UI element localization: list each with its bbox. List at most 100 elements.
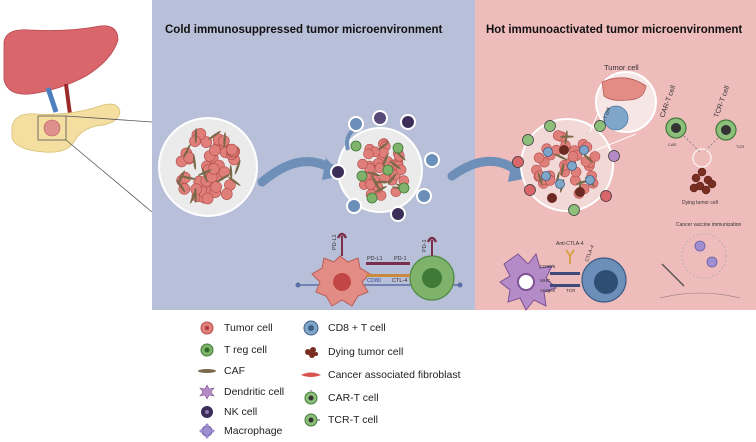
caf-shape <box>194 128 198 144</box>
cd8-cell-shape <box>585 175 595 185</box>
cd8-cell-shape <box>543 147 553 157</box>
treg-cell-shape <box>392 142 404 154</box>
treg-cell-shape <box>382 164 394 176</box>
label-pd1-top: PD-1 <box>422 239 428 252</box>
label-pdl1-top: PD-L1 <box>332 234 338 250</box>
caf-shape <box>389 160 401 170</box>
legend-item-cancer-associated-fibroblast: Cancer associated fibroblast <box>300 367 461 383</box>
caf-shape <box>537 172 543 186</box>
cold-infiltrated-tumor <box>337 126 423 213</box>
immune-cell-shape <box>330 164 346 180</box>
dying-tumor-cell-illustration <box>689 167 717 195</box>
hot-infiltrated-tumor <box>520 118 614 212</box>
pd1-receptor <box>426 236 438 243</box>
tumor-cell-icon <box>196 320 218 336</box>
legend-item-dying-tumor-cell: Dying tumor cell <box>300 344 403 360</box>
cd8-cell-shape <box>579 145 589 155</box>
treg-cell-shape <box>366 192 378 204</box>
tumor-cell-shape <box>357 158 368 170</box>
label-mhc: MHC <box>540 278 551 283</box>
treg-cell-shape <box>356 170 368 182</box>
cd8-cell-shape <box>567 161 577 171</box>
label-dying-tumor-cell: Dying tumor cell <box>682 200 718 206</box>
immune-cell-shape <box>390 206 406 222</box>
caf-shape <box>216 174 230 183</box>
dying-blob <box>689 183 699 193</box>
hot-tumor-cluster <box>531 130 601 203</box>
tumor-cell-shape <box>221 188 233 200</box>
hot-immune-cell-shape <box>544 120 556 132</box>
dying-blob <box>691 173 701 183</box>
cold-tumor-mass <box>158 117 258 217</box>
dying-blob <box>707 179 717 189</box>
cd80-bar <box>550 272 580 275</box>
caf-shape <box>387 173 397 185</box>
cd80-ctla4-bar <box>366 274 410 277</box>
zoom-line-bottom <box>65 139 153 213</box>
tumor-cell-shape <box>209 144 221 156</box>
label-tcr: TCR <box>736 144 744 149</box>
legend-label: Dendritic cell <box>224 386 285 398</box>
dying-cell-shape <box>547 193 557 203</box>
label-tumor-cell-zoom: Tumor cell <box>604 63 639 72</box>
treg-cell-shape <box>398 182 410 194</box>
label-pd1: PD-1 <box>394 256 407 262</box>
cancer-vaccine-illustration: Cancer vaccine immunization <box>659 222 742 299</box>
immune-cell-shape <box>346 198 362 214</box>
cold-checkpoint-diagram: PD-L1 PD-1 PD-L1 PD-1 CD80 CTL-4 <box>295 232 463 307</box>
label-pdl1: PD-L1 <box>367 256 383 262</box>
dying-blob <box>697 167 707 177</box>
zoom-tumor-cell-body <box>601 77 647 101</box>
caf-shape <box>582 153 594 164</box>
legend-label: NK cell <box>224 406 258 418</box>
caf-shape <box>367 171 381 177</box>
nk-cell-icon <box>196 404 218 420</box>
legend-label: Cancer associated fibroblast <box>328 369 461 381</box>
dying-cell-shape <box>575 187 585 197</box>
hot-immune-cell-shape <box>600 190 612 202</box>
vaccine-circle <box>681 233 727 279</box>
caf-shape <box>181 175 197 180</box>
vaccine-particle-2 <box>706 256 718 268</box>
tumor-cell-shape <box>533 152 545 164</box>
hot-immune-cell-shape <box>594 120 606 132</box>
dendritic-cell-large-nucleus <box>517 273 535 291</box>
legend-item-dendritic-cell: Dendritic cell <box>196 384 284 400</box>
caf-shape <box>208 130 221 140</box>
pdl1-pd1-bar <box>366 262 410 265</box>
cold-tumor-cluster <box>175 128 241 205</box>
cd8-cell-shape <box>541 171 551 181</box>
car-t-cell-icon <box>300 389 322 406</box>
cold-t-cell-nucleus <box>422 268 442 288</box>
hot-immune-cell-shape <box>522 134 534 146</box>
caf-shape <box>229 164 233 181</box>
caf-shape <box>382 153 389 167</box>
legend-item-treg-cell: T reg cell <box>196 342 267 358</box>
caf-shape <box>564 130 568 145</box>
legend-label: CAR-T cell <box>328 392 379 404</box>
caf-shape <box>377 141 389 151</box>
label-anti-ctla4: Anti-CTLA-4 <box>556 241 584 247</box>
label-tcr-bottom: TCR <box>566 288 576 293</box>
cancer-associated-fibroblast-icon <box>300 367 322 383</box>
car-t-nucleus <box>671 123 681 133</box>
zoom-line-top <box>65 115 153 123</box>
caf-shape <box>375 180 390 184</box>
caf-shape <box>176 179 186 193</box>
tumor-cell-zoom: Tumor cell CD8+T cell <box>589 63 657 151</box>
cold-axis-dot-left <box>295 282 301 288</box>
liver-shape <box>3 25 119 95</box>
caf-shape <box>201 167 208 183</box>
tumor-cell-shape <box>201 192 214 205</box>
skin-line <box>659 292 741 299</box>
immune-cell-shape <box>424 152 440 168</box>
label-antigen: Antigen <box>540 288 556 293</box>
hot-immune-cell-shape <box>512 156 524 168</box>
legend-label: CD8 + T cell <box>328 322 386 334</box>
hot-panel-title: Hot immunoactivated tumor microenvironme… <box>486 24 743 36</box>
caf-shape <box>374 186 387 193</box>
macrophage-icon <box>196 423 218 439</box>
tcr-t-cell-icon <box>300 412 322 428</box>
